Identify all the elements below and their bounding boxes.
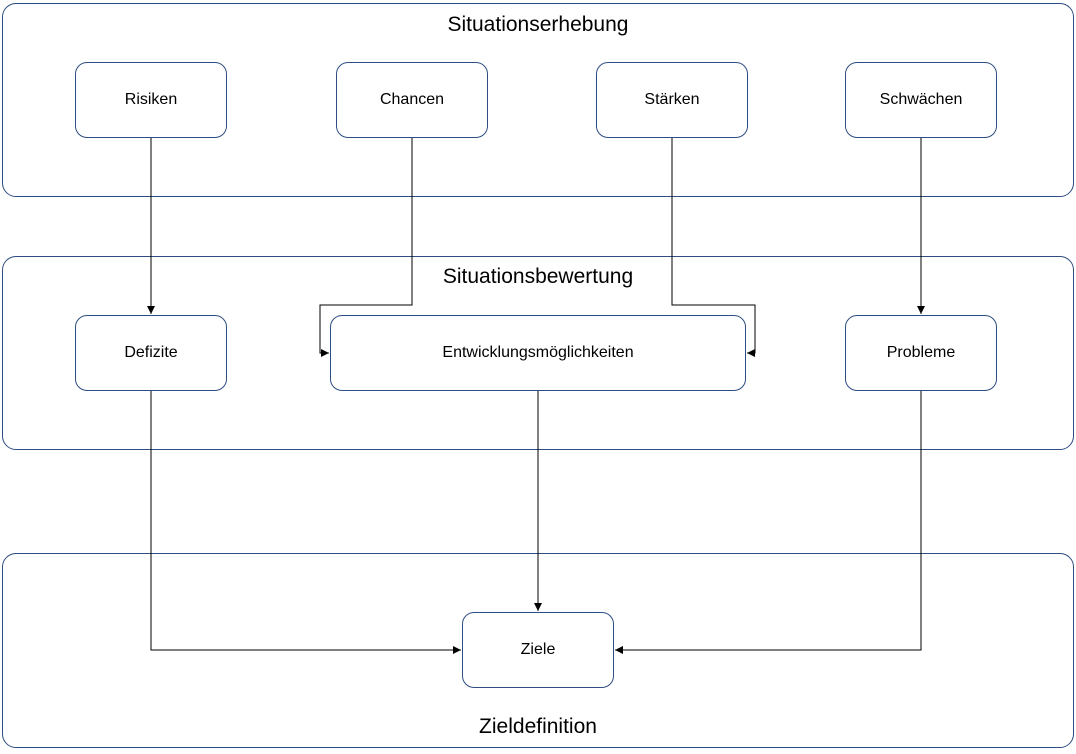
node-chancen: Chancen <box>336 62 488 138</box>
node-probleme: Probleme <box>845 315 997 391</box>
node-staerken: Stärken <box>596 62 748 138</box>
node-schwaechen: Schwächen <box>845 62 997 138</box>
node-defizite: Defizite <box>75 315 227 391</box>
group-title-situationsbewertung: Situationsbewertung <box>442 265 634 288</box>
group-title-situationserhebung: Situationserhebung <box>447 13 629 36</box>
node-ziele: Ziele <box>462 612 614 688</box>
node-entwicklungsmoeglichkeiten: Entwicklungsmöglichkeiten <box>330 315 746 391</box>
node-risiken: Risiken <box>75 62 227 138</box>
group-title-zieldefinition: Zieldefinition <box>479 715 597 738</box>
